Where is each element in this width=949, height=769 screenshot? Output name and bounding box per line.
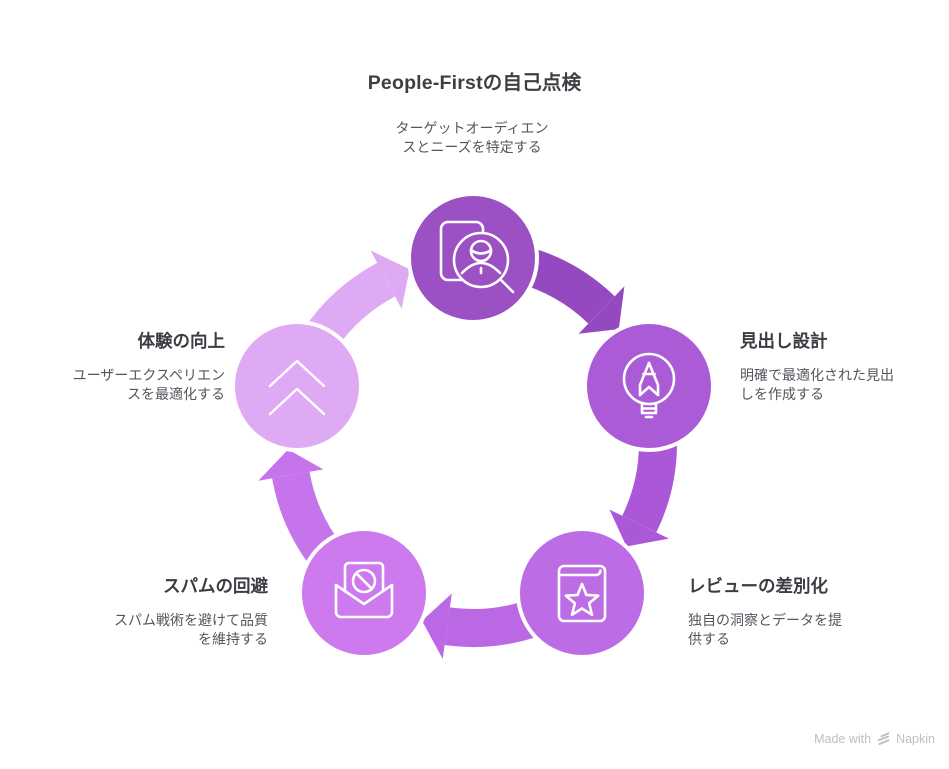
node-label-experience: 体験の向上 ユーザーエクスペリエン スを最適化する bbox=[25, 328, 225, 404]
node-label-headline: 見出し設計 明確で最適化された見出 しを作成する bbox=[740, 328, 930, 404]
brand-text: Napkin bbox=[896, 732, 935, 746]
bulb-pencil-icon bbox=[622, 352, 676, 419]
node-title: スパムの回避 bbox=[163, 576, 268, 596]
node-description: 独自の洞察とデータを提 供する bbox=[688, 612, 842, 647]
napkin-logo-icon bbox=[877, 732, 890, 745]
arrow-head bbox=[578, 286, 625, 334]
node-circle-experience bbox=[231, 320, 363, 452]
node-circle-review bbox=[516, 527, 648, 659]
node-description: スパム戦術を避けて品質 を維持する bbox=[114, 612, 268, 647]
cycle-arrow-spam-experience bbox=[253, 445, 348, 574]
node-description: ユーザーエクスペリエン スを最適化する bbox=[72, 367, 225, 402]
arrow-head bbox=[609, 509, 669, 547]
chevrons-up-icon bbox=[268, 359, 326, 416]
audience-search-icon bbox=[439, 220, 515, 294]
node-label-spam: スパムの回避 スパム戦術を避けて品質 を維持する bbox=[68, 573, 268, 649]
node-label-review: レビューの差別化 独自の洞察とデータを提 供する bbox=[688, 573, 878, 649]
made-with-text: Made with bbox=[814, 732, 872, 746]
book-star-icon bbox=[557, 564, 607, 623]
node-title: 見出し設計 bbox=[740, 331, 828, 351]
node-title: レビューの差別化 bbox=[688, 576, 828, 596]
page-title: People-Firstの自己点検 bbox=[367, 72, 582, 94]
node-description: 明確で最適化された見出 しを作成する bbox=[740, 367, 894, 402]
arrow-head bbox=[258, 449, 324, 481]
envelope-block-icon bbox=[334, 561, 394, 619]
arrow-head bbox=[370, 250, 410, 309]
node-title: 体験の向上 bbox=[137, 331, 226, 351]
node-description-audience: ターゲットオーディエン スとニーズを特定する bbox=[395, 120, 549, 155]
made-with-napkin: Made with Napkin bbox=[814, 732, 935, 746]
arrow-head bbox=[422, 593, 452, 659]
cycle-arrow-experience-audience bbox=[298, 246, 415, 355]
